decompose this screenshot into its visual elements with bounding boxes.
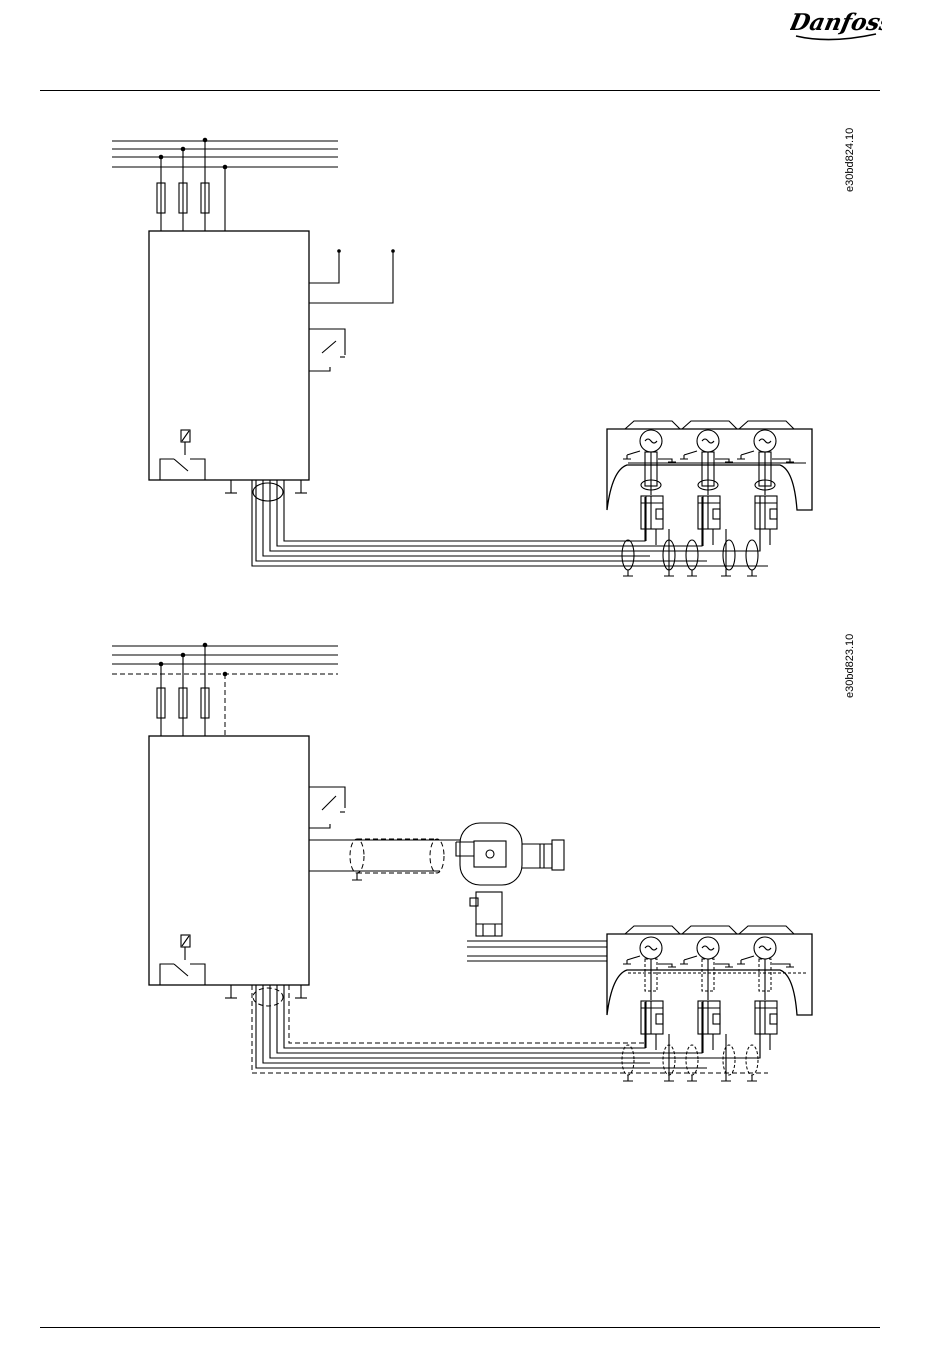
wiring-diagram-1 [0,125,950,605]
wiring-diagram-2 [0,630,950,1110]
motor-protectors [641,496,777,529]
internal-relay [160,430,205,480]
header-rule [40,90,880,91]
condenser-unit [607,421,812,510]
motor-protectors [641,1001,777,1034]
fan-motors [623,937,806,1000]
condenser-unit [607,926,812,1015]
danfoss-logo: Danfoss [790,4,882,42]
mains-supply-lines [112,643,338,677]
motor-cables [252,480,768,566]
drive-box [149,736,309,985]
motor-cables [252,985,768,1073]
drive-box [149,231,309,480]
mains-supply-lines [112,138,338,170]
internal-relay [160,935,205,985]
pressure-transmitter [456,823,564,936]
relay-contact [309,787,345,828]
shield-terminations [622,529,770,576]
fan-motors [623,430,806,495]
pressure-transmitter-cable [309,839,460,880]
svg-text:Danfoss: Danfoss [790,9,882,36]
fuses [157,140,225,231]
fuses [157,645,225,736]
footer-rule [40,1327,880,1328]
relay-contact [309,329,345,371]
